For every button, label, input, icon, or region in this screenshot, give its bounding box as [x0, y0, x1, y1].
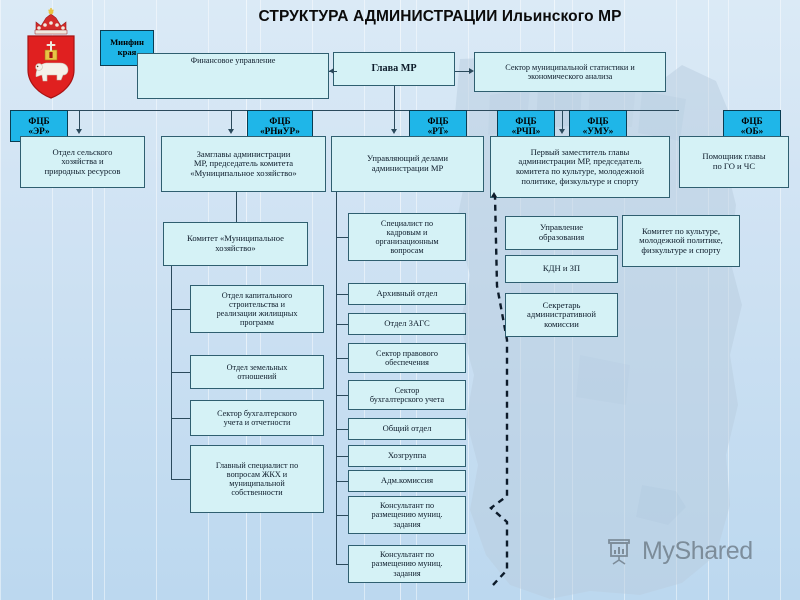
box-glava-mr[interactable]: Глава МР [333, 52, 455, 86]
box-affairs-item-4[interactable]: Сектор бухгалтерского учета [348, 380, 466, 410]
arrow-down-agro [75, 129, 82, 134]
box-mh-item-2[interactable]: Сектор бухгалтерского учета и отчетности [190, 400, 324, 436]
box-mh-item-3[interactable]: Главный специалист по вопросам ЖКХ и мун… [190, 445, 324, 513]
connector-level2-bus [57, 110, 679, 111]
connector-deputy-to-committee [236, 192, 237, 222]
box-affairs-item-2[interactable]: Отдел ЗАГС [348, 313, 466, 335]
box-mh-item-1[interactable]: Отдел земельных отношений [190, 355, 324, 389]
box-zamglavy-municipalnoe-hozyaystvo[interactable]: Замглавы администрации МР, председатель … [161, 136, 326, 192]
connector-affairs-spine [336, 192, 337, 564]
box-affairs-item-9[interactable]: Консультант по размещению муниц. задания [348, 545, 466, 583]
connector-mh-stub-1 [171, 372, 190, 373]
connector-affairs-stub-6 [336, 456, 348, 457]
connector-affairs-stub-0 [336, 237, 348, 238]
connector-to-deputy-mh [231, 110, 232, 130]
connector-affairs-stub-7 [336, 481, 348, 482]
box-affairs-item-8[interactable]: Консультант по размещению муниц. задания [348, 496, 466, 534]
connector-affairs-stub-2 [336, 324, 348, 325]
connector-affairs-stub-4 [336, 395, 348, 396]
box-finansovoe-upravlenie[interactable]: Финансовое управление [137, 53, 329, 99]
connector-to-agro [79, 110, 80, 130]
arrow-up-first-deputy-dashed [491, 192, 497, 197]
arrow-left-finupr [329, 67, 334, 74]
connector-affairs-stub-8 [336, 515, 348, 516]
arrow-down-deputy-mh [227, 129, 234, 134]
connector-mh-stub-2 [171, 418, 190, 419]
box-culture-item-1[interactable]: КДН и ЗП [505, 255, 618, 283]
box-affairs-item-7[interactable]: Адм.комиссия [348, 470, 466, 492]
box-komitet-po-kulture[interactable]: Комитет по культуре, молодежной политике… [622, 215, 740, 267]
myshared-logo-icon [608, 539, 630, 565]
connector-to-affairs [394, 110, 395, 130]
connector-head-to-stat [455, 71, 469, 72]
arrow-down-first-deputy [558, 129, 565, 134]
box-affairs-item-1[interactable]: Архивный отдел [348, 283, 466, 305]
connector-affairs-stub-9 [336, 564, 348, 565]
myshared-label: MyShared [642, 536, 753, 565]
box-upravlyayushchiy-delami[interactable]: Управляющий делами администрации МР [331, 136, 484, 192]
box-komitet-municipalnoe-hozyaystvo[interactable]: Комитет «Муниципальное хозяйство» [163, 222, 308, 266]
box-affairs-item-6[interactable]: Хозгруппа [348, 445, 466, 467]
box-affairs-item-3[interactable]: Сектор правового обеспечения [348, 343, 466, 373]
page-title: СТРУКТУРА АДМИНИСТРАЦИИ Ильинского МР [258, 8, 622, 25]
box-culture-item-2[interactable]: Секретарь административной комиссии [505, 293, 618, 337]
box-otdel-selskogo-hozyaystva[interactable]: Отдел сельского хозяйства и природных ре… [20, 136, 145, 188]
connector-mh-stub-0 [171, 309, 190, 310]
box-mh-item-0[interactable]: Отдел капитального строительства и реали… [190, 285, 324, 333]
arrow-right-stat [469, 67, 474, 74]
box-pervyy-zamestitel-glavy[interactable]: Первый заместитель главы администрации М… [490, 136, 670, 198]
box-culture-item-0[interactable]: Управление образования [505, 216, 618, 250]
connector-affairs-stub-1 [336, 294, 348, 295]
box-pomoshchnik-glavy-go-chs[interactable]: Помощник главы по ГО и ЧС [679, 136, 789, 188]
box-affairs-item-5[interactable]: Общий отдел [348, 418, 466, 440]
connector-mh-stub-3 [171, 479, 190, 480]
myshared-watermark: MyShared [605, 536, 753, 566]
perm-krai-coat-of-arms-icon [27, 8, 75, 99]
connector-to-first-deputy [562, 110, 563, 130]
connector-head-trunk-vertical [394, 86, 395, 110]
arrow-down-affairs [390, 129, 397, 134]
box-affairs-item-0[interactable]: Специалист по кадровым и организационным… [348, 213, 466, 261]
connector-affairs-stub-5 [336, 429, 348, 430]
box-sektor-municipalnoy-statistiki[interactable]: Сектор муниципальной статистики и эконом… [474, 52, 666, 92]
connector-affairs-stub-3 [336, 358, 348, 359]
dashed-connector-consultants-to-first-deputy [489, 195, 509, 586]
